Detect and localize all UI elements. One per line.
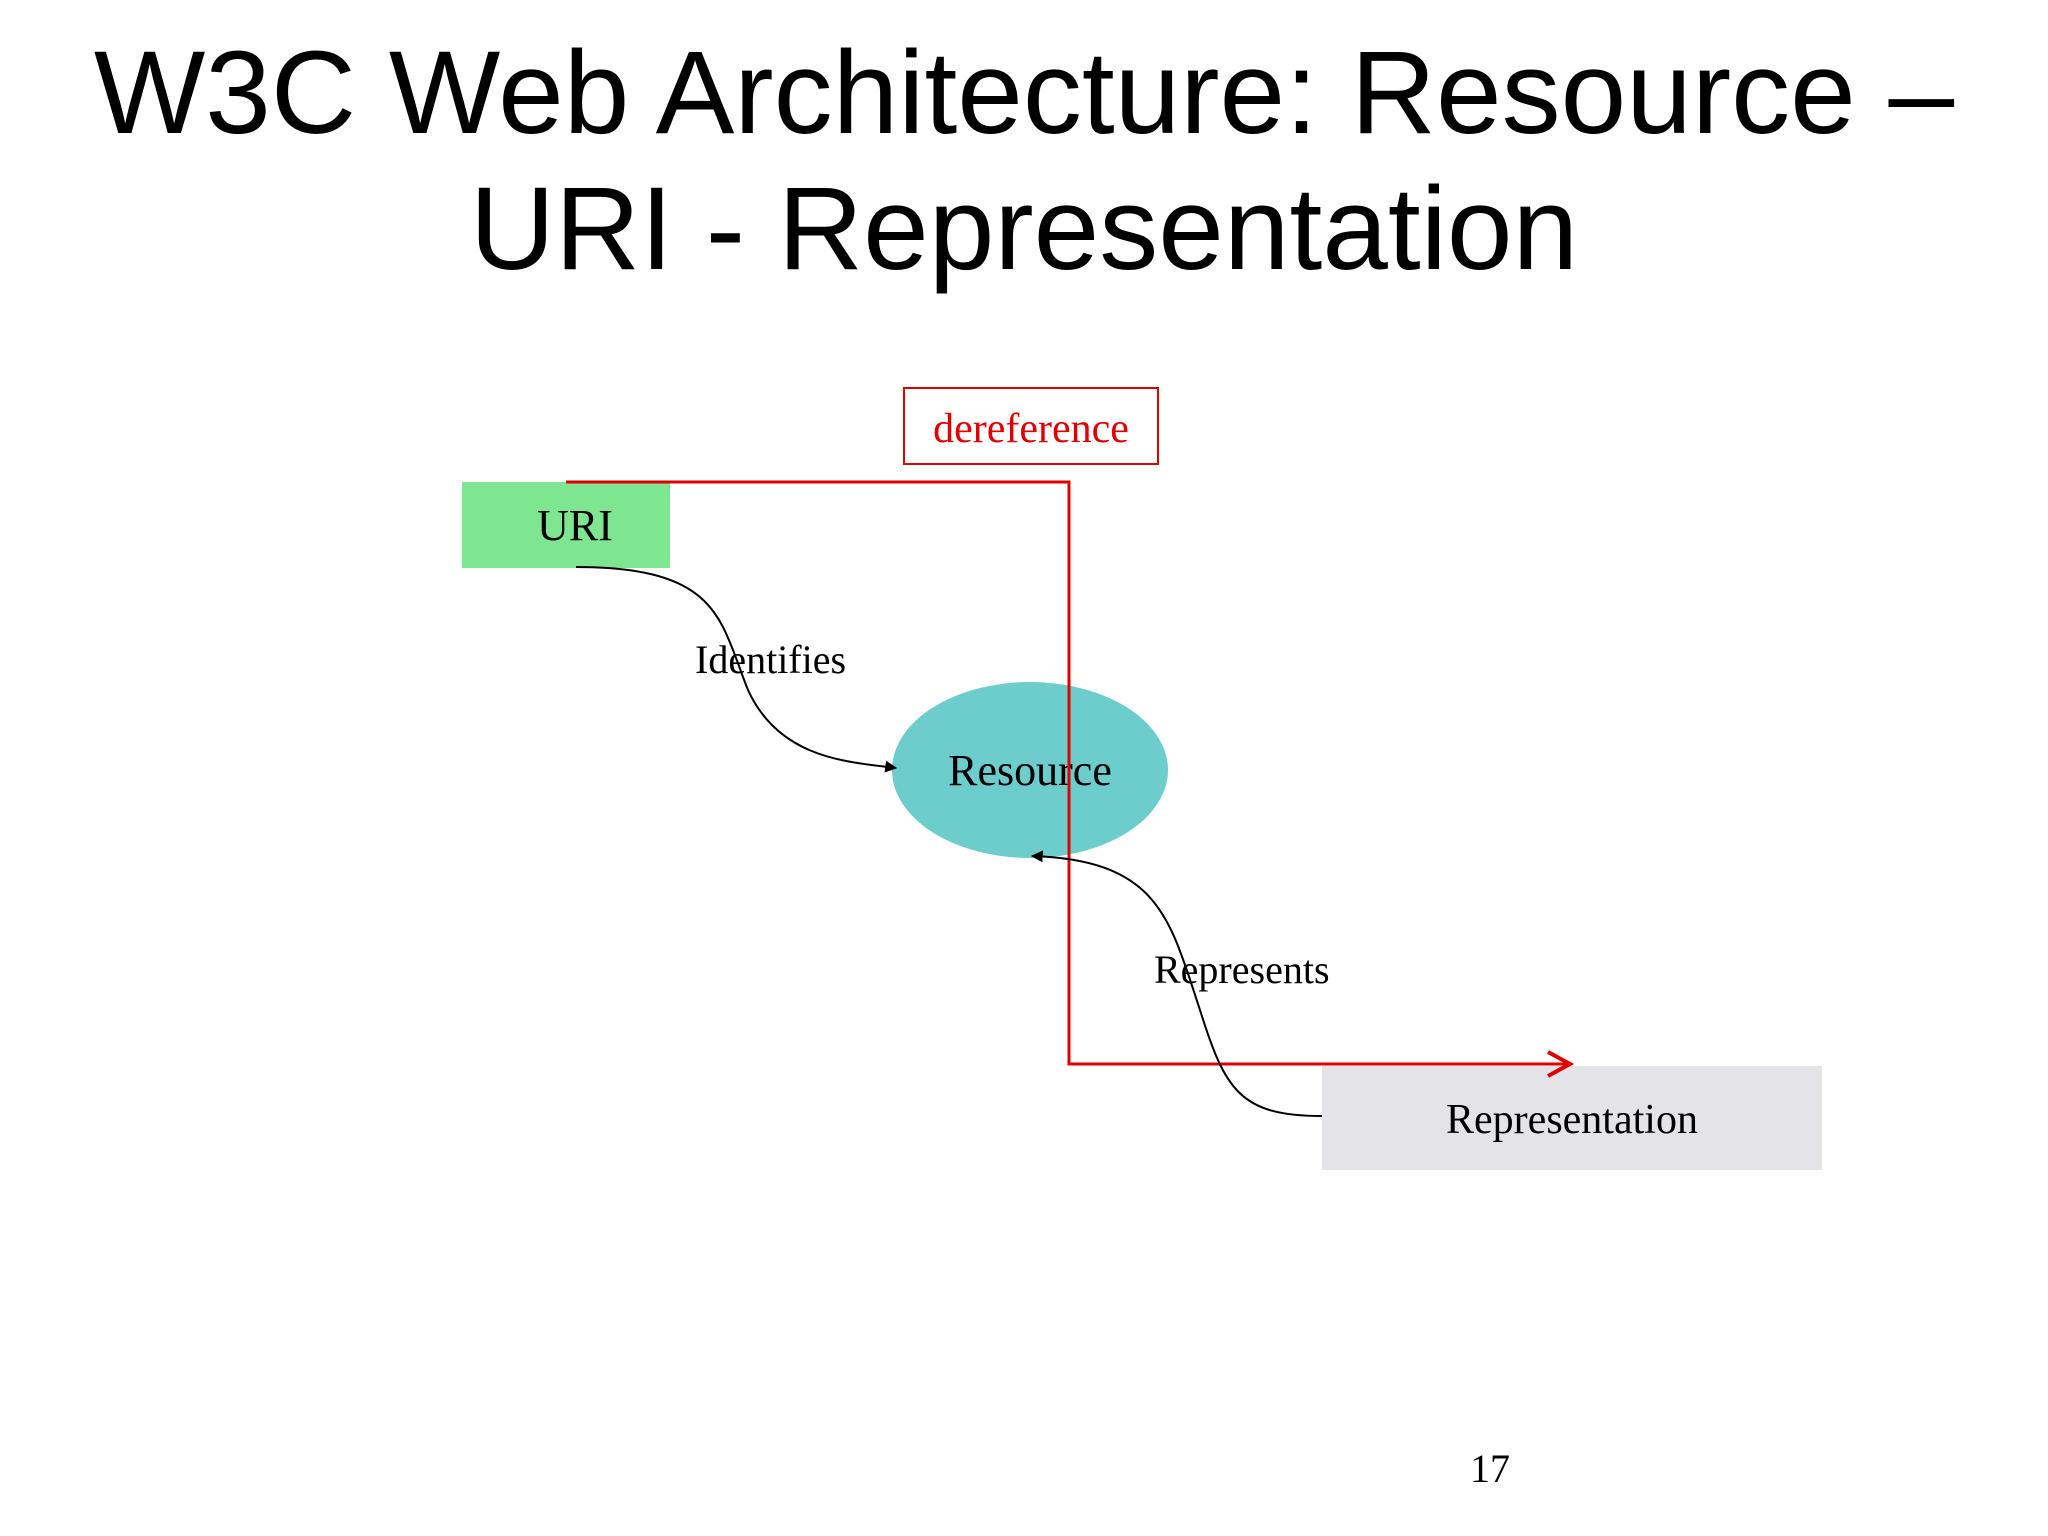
dereference-box bbox=[903, 387, 1159, 465]
dereference-label: dereference bbox=[933, 406, 1129, 452]
title-line-2: URI - Representation bbox=[469, 163, 1579, 295]
dereference-arrowhead bbox=[1547, 1050, 1575, 1078]
represents-edge bbox=[1030, 850, 1323, 1117]
representation-label: Representation bbox=[1446, 1097, 1698, 1143]
identifies-label: Identifies bbox=[695, 637, 846, 682]
uri-label: URI bbox=[537, 501, 613, 550]
dereference-path bbox=[566, 480, 1570, 1066]
identifies-edge bbox=[575, 566, 898, 773]
represents-label: Represents bbox=[1154, 947, 1330, 992]
representation-node bbox=[1322, 1066, 1822, 1170]
page-number: 17 bbox=[1470, 1446, 1510, 1491]
resource-label: Resource bbox=[948, 746, 1112, 795]
resource-node bbox=[892, 682, 1168, 858]
uri-node bbox=[462, 482, 670, 568]
title-line-1: W3C Web Architecture: Resource – bbox=[93, 27, 1955, 159]
slide-title: W3C Web Architecture: Resource – URI - R… bbox=[0, 25, 2048, 297]
